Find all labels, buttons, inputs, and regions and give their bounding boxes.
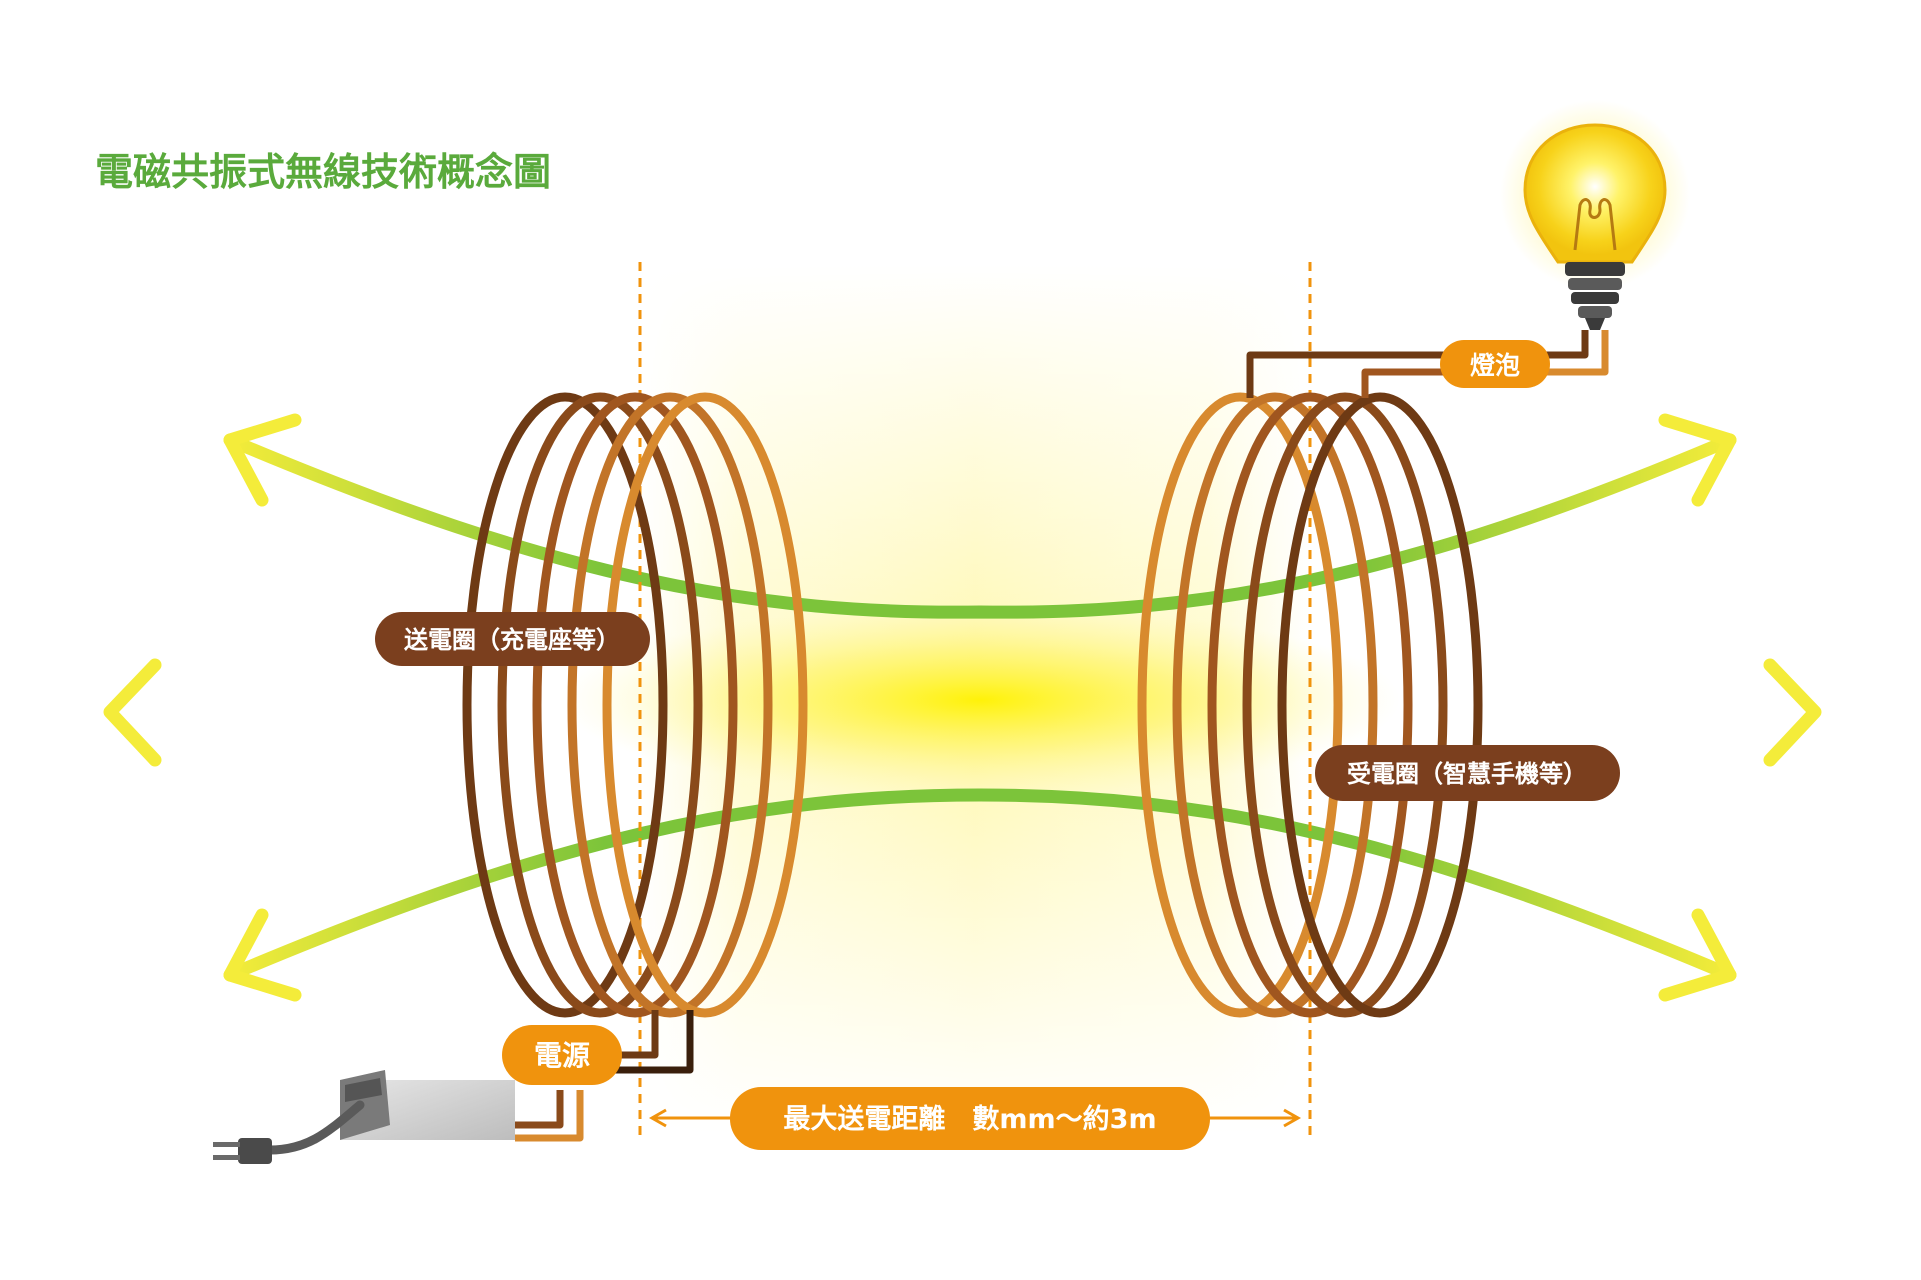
transmitter-label: 送電圈（充電座等） [375,612,650,666]
light-bulb-icon [1500,100,1690,330]
bulb-label-text: 燈泡 [1470,351,1520,380]
power-source-label-text: 電源 [534,1039,590,1072]
power-adapter-icon [340,1070,515,1140]
arrow-head-center-left [103,658,162,767]
power-cord [265,1100,365,1155]
transmitter-coil [462,392,808,1018]
power-source-label: 電源 [502,1025,622,1085]
receiver-coil [1137,392,1483,1018]
arrow-head-lower-left [223,908,302,1002]
distance-label-text: 最大送電距離 數mm～約3m [783,1103,1156,1135]
plug-icon [213,1138,272,1164]
arrow-head-upper-right [1658,413,1737,507]
transmitter-label-text: 送電圈（充電座等） [404,626,620,654]
bulb-wires [1246,330,1609,398]
receiver-label-text: 受電圈（智慧手機等） [1347,760,1587,788]
energy-glow [560,265,1400,1135]
arrow-head-center-right [1763,658,1822,767]
power-wires [515,1010,694,1142]
distance-label: 最大送電距離 數mm～約3m [730,1087,1210,1150]
arrow-head-lower-right [1658,908,1737,1002]
arrow-head-upper-left [223,413,302,507]
bulb-label: 燈泡 [1440,340,1550,388]
diagram-title: 電磁共振式無線技術概念圖 [95,150,551,194]
receiver-label: 受電圈（智慧手機等） [1315,745,1620,801]
